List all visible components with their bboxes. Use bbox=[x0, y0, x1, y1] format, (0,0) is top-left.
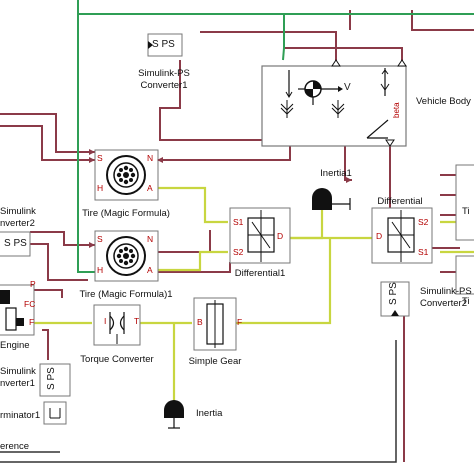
vehicle-body-label: Vehicle Body bbox=[416, 96, 471, 107]
differential1-block[interactable] bbox=[229, 207, 291, 264]
dark-lines bbox=[0, 340, 397, 463]
sps-icon-converter2: S PS bbox=[388, 282, 399, 305]
sps-icon-left-converter1: S PS bbox=[46, 367, 57, 390]
diff1-port-d: D bbox=[277, 231, 284, 241]
tire1-port-n: N bbox=[147, 234, 154, 244]
simulink-converter1-left-block[interactable] bbox=[39, 363, 71, 397]
tire-magic-formula1-block[interactable] bbox=[94, 230, 159, 282]
vehicle-body-port-beta: beta bbox=[392, 102, 401, 118]
simulink-ps-converter2-block[interactable] bbox=[380, 281, 410, 317]
tire-label: Tire (Magic Formula) bbox=[82, 208, 170, 219]
arrowheads bbox=[89, 149, 352, 248]
diff-port-s1: S1 bbox=[418, 247, 429, 257]
differential-label: Differential bbox=[377, 196, 423, 207]
terminator1-label: rminator1 bbox=[0, 410, 41, 421]
tire-right-1-block[interactable] bbox=[455, 164, 474, 241]
converter1-label-line1: Simulink-PS bbox=[138, 68, 190, 79]
diff1-port-s1: S1 bbox=[233, 217, 244, 227]
torque-converter-port-t: T bbox=[134, 316, 140, 326]
tire1-port-s: S bbox=[97, 234, 103, 244]
differential-block[interactable] bbox=[371, 207, 433, 264]
tire-port-n: N bbox=[147, 153, 154, 163]
engine-port-p: P bbox=[30, 279, 36, 289]
engine-port-fc: FC bbox=[24, 299, 36, 309]
left-converter1-label-line1: Simulink bbox=[0, 366, 36, 377]
simple-gear-label: Simple Gear bbox=[188, 356, 242, 367]
inertia1-block[interactable] bbox=[312, 188, 351, 210]
inertia-label: Inertia bbox=[196, 408, 223, 419]
reference-label: erence bbox=[0, 441, 30, 452]
simple-gear-block[interactable] bbox=[193, 297, 237, 351]
diff1-port-s2: S2 bbox=[233, 247, 244, 257]
left-converter1-label-line2: nverter1 bbox=[0, 378, 35, 389]
vehicle-body-port-v: V bbox=[344, 82, 351, 93]
tire-right-1-label: Ti bbox=[462, 206, 470, 217]
inertia-block[interactable] bbox=[164, 400, 184, 429]
tire1-label: Tire (Magic Formula)1 bbox=[79, 289, 173, 300]
tire-port-h: H bbox=[97, 183, 104, 193]
vehicle-body-block[interactable] bbox=[261, 59, 407, 147]
tire1-port-h: H bbox=[97, 265, 104, 275]
left-converter2-label-line2: nverter2 bbox=[0, 218, 35, 229]
green-lines bbox=[77, 0, 474, 273]
torque-converter-label: Torque Converter bbox=[80, 354, 154, 365]
torque-converter-port-i: I bbox=[104, 316, 107, 326]
simulink-ps-converter1-block[interactable] bbox=[147, 33, 183, 57]
left-converter2-label-line1: Simulink bbox=[0, 206, 36, 217]
diff-port-d: D bbox=[376, 231, 383, 241]
terminator1-block[interactable] bbox=[43, 401, 67, 425]
engine-block[interactable] bbox=[0, 284, 35, 336]
inertia1-label: Inertia1 bbox=[320, 168, 352, 179]
tire-port-s: S bbox=[97, 153, 103, 163]
torque-converter-block[interactable] bbox=[93, 304, 141, 346]
simple-gear-port-b: B bbox=[197, 317, 203, 327]
tire-right-2-block[interactable] bbox=[455, 255, 474, 295]
converter1-label-line2: Converter1 bbox=[140, 80, 188, 91]
tire-magic-formula-block[interactable] bbox=[94, 149, 159, 201]
converter2-label-line2: Converter2 bbox=[420, 298, 467, 309]
tire-right-2-label: Ti bbox=[462, 296, 470, 307]
tire1-port-a: A bbox=[147, 265, 153, 275]
simulink-converter2-left-block[interactable] bbox=[0, 231, 31, 257]
sps-icon-converter1: S PS bbox=[152, 39, 175, 50]
tire-port-a: A bbox=[147, 183, 153, 193]
engine-label: Engine bbox=[0, 340, 30, 351]
engine-port-f: F bbox=[29, 317, 35, 327]
converter2-label-line1: Simulink-PS bbox=[420, 286, 472, 297]
diff-port-s2: S2 bbox=[418, 217, 429, 227]
simple-gear-port-f: F bbox=[237, 317, 243, 327]
sps-icon-left-converter2: S PS bbox=[4, 238, 27, 249]
differential1-label: Differential1 bbox=[234, 268, 286, 279]
